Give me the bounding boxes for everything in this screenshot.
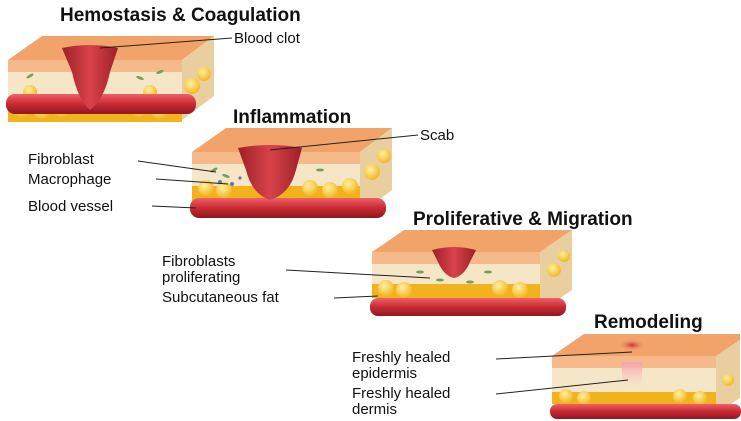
label-blood-clot: Blood clot — [234, 31, 300, 47]
stage-2-skin-block — [190, 128, 392, 218]
healed-scar — [618, 339, 646, 351]
blood-vessel — [190, 198, 386, 218]
label-fibroblasts-proliferating: Fibroblasts proliferating — [162, 254, 240, 286]
stage-1-skin-block — [6, 36, 214, 122]
stage-title-proliferative: Proliferative & Migration — [413, 210, 633, 229]
blood-vessel — [370, 298, 566, 316]
blood-vessel — [550, 404, 741, 419]
stage-3-skin-block — [370, 230, 572, 316]
label-fibroblast: Fibroblast — [28, 152, 94, 168]
label-healed-dermis: Freshly healed dermis — [352, 386, 450, 418]
label-scab: Scab — [420, 128, 454, 144]
epidermis-top — [372, 230, 572, 252]
stage-title-remodeling: Remodeling — [594, 313, 703, 332]
label-blood-vessel: Blood vessel — [28, 199, 113, 215]
stage-title-hemostasis: Hemostasis & Coagulation — [60, 6, 301, 25]
stage-4-skin-block — [550, 334, 741, 419]
label-healed-epidermis: Freshly healed epidermis — [352, 350, 450, 382]
leader-subcutaneous-fat — [334, 296, 378, 298]
leader-blood-vessel — [152, 206, 196, 208]
label-macrophage: Macrophage — [28, 172, 111, 188]
label-subcutaneous-fat: Subcutaneous fat — [162, 290, 279, 306]
stage-title-inflammation: Inflammation — [233, 108, 351, 127]
healed-dermis-region — [622, 362, 642, 392]
